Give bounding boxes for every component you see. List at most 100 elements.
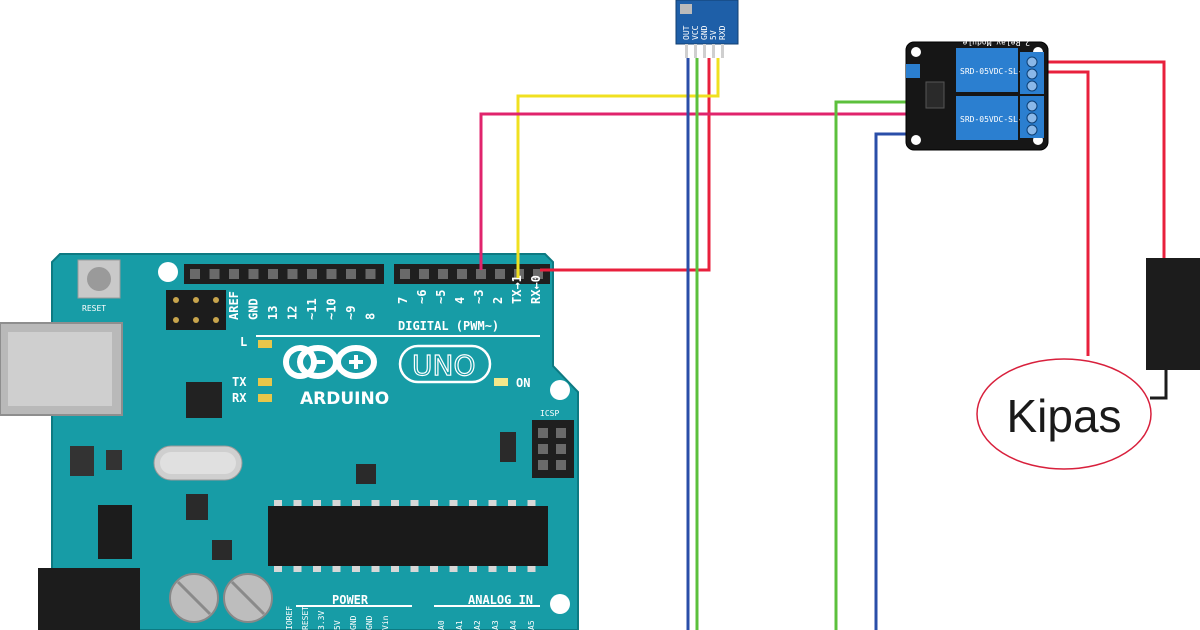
chip-pin (371, 500, 380, 506)
digital-pin-label: 8 (364, 313, 378, 320)
header-pin (326, 269, 337, 279)
wire-blue-relay (874, 132, 908, 630)
icsp-label: ICSP (540, 409, 559, 418)
pin-label: IOREF (285, 606, 294, 630)
header-pin (209, 269, 220, 279)
header-pin (307, 269, 317, 279)
fan-label: Kipas (1006, 390, 1121, 442)
header-pin (533, 269, 543, 279)
chip-pin (508, 566, 516, 572)
header-pin (268, 269, 278, 279)
chip-pin (430, 566, 438, 572)
led-label-tx: TX (232, 375, 247, 389)
chip-pin (352, 566, 360, 572)
digital-pin-label: TX→1 (510, 275, 524, 304)
pin-label: 3.3V (317, 611, 326, 630)
relay-2-text: SRD-05VDC-SL-C (960, 115, 1028, 124)
chip-pin (410, 566, 419, 572)
sensor-pin-label: VCC (691, 25, 700, 40)
header-pin (438, 269, 448, 279)
pin-label: Vin (381, 615, 390, 630)
uno-badge (398, 344, 492, 384)
chip-pin (391, 566, 399, 572)
digital-pin-label: 2 (491, 297, 505, 304)
header-pin (287, 269, 298, 279)
relay-2 (956, 96, 1018, 140)
digital-pin-label: AREF (227, 291, 241, 320)
digital-pin-label: 7 (396, 297, 410, 304)
digital-pin-label: ~5 (434, 290, 448, 304)
pin-label: A5 (527, 620, 536, 630)
relay-1-text: SRD-05VDC-SL-C (960, 67, 1028, 76)
pin-label: A1 (455, 620, 464, 630)
wire-green-relay (834, 100, 908, 630)
digital-pin-label: 12 (286, 306, 300, 320)
chip-pin (332, 500, 341, 506)
chip-pin (274, 500, 282, 506)
header-pin (346, 269, 356, 279)
chip-pin (352, 500, 360, 506)
sensor-pin-label: GND (700, 25, 709, 40)
sensor-pin-label: OUT (682, 25, 691, 40)
atmega-chip (268, 506, 548, 566)
led-label-l: L (240, 335, 247, 349)
header-pin (476, 269, 486, 279)
led-label-on: ON (516, 376, 530, 390)
header-pin (457, 269, 467, 279)
chip-pin (313, 500, 321, 506)
pin-label: RESET (301, 606, 310, 630)
header-pin (495, 269, 505, 279)
digital-pin-label: ~3 (472, 290, 486, 304)
chip-pin (527, 566, 536, 572)
digital-pin-label: ~9 (344, 306, 358, 320)
header-pin (229, 269, 239, 279)
uno-text: UNO (412, 349, 475, 382)
header-pin (400, 269, 410, 279)
pin-label: GND (349, 615, 358, 630)
fan: Kipas (976, 258, 1200, 470)
arduino-logo: ARDUINO UNO (283, 344, 492, 409)
chip-pin (332, 566, 341, 572)
wire-red-fan-1 (1030, 60, 1166, 258)
power-jack (38, 568, 140, 630)
digital-pin-label: ~11 (305, 298, 319, 320)
fan-body (1146, 258, 1200, 370)
chip-pin (527, 500, 536, 506)
chip-pin (371, 566, 380, 572)
pin-label: A3 (491, 620, 500, 630)
digital-label: DIGITAL (PWM~) (398, 319, 499, 333)
led-label-rx: RX (232, 391, 247, 405)
chip-pin (274, 566, 282, 572)
digital-pin-label: RX←0 (529, 275, 543, 304)
chip-pin (391, 500, 399, 506)
relay-1 (956, 48, 1018, 92)
digital-pin-label: ~10 (325, 298, 339, 320)
wire-red-sensor (540, 58, 711, 272)
chip-pin (293, 500, 302, 506)
wire-pink-relay (479, 112, 908, 270)
power-label: POWER (332, 593, 369, 607)
status-leds: L TX RX ON (232, 335, 530, 405)
chip-pin (469, 500, 477, 506)
analog-label: ANALOG IN (468, 593, 533, 607)
header-pin (365, 269, 376, 279)
wires (479, 58, 1168, 630)
chip-pin (488, 500, 497, 506)
chip-pin (430, 500, 438, 506)
fan-label-outline (976, 358, 1152, 470)
usb-chip (186, 382, 222, 418)
chip-pin (313, 566, 321, 572)
sensor-pin-label: RXD (718, 25, 727, 40)
chip-pin (293, 566, 302, 572)
chip-pin (488, 566, 497, 572)
chip-pin (469, 566, 477, 572)
pin-label: 5V (333, 620, 342, 630)
relay-module: SRD-05VDC-SL-C SRD-05VDC-SL-C 2 Relay Mo… (905, 38, 1049, 151)
digital-pin-label: 13 (266, 306, 280, 320)
pin-label: A0 (437, 620, 446, 630)
pin-label: A4 (509, 620, 518, 630)
